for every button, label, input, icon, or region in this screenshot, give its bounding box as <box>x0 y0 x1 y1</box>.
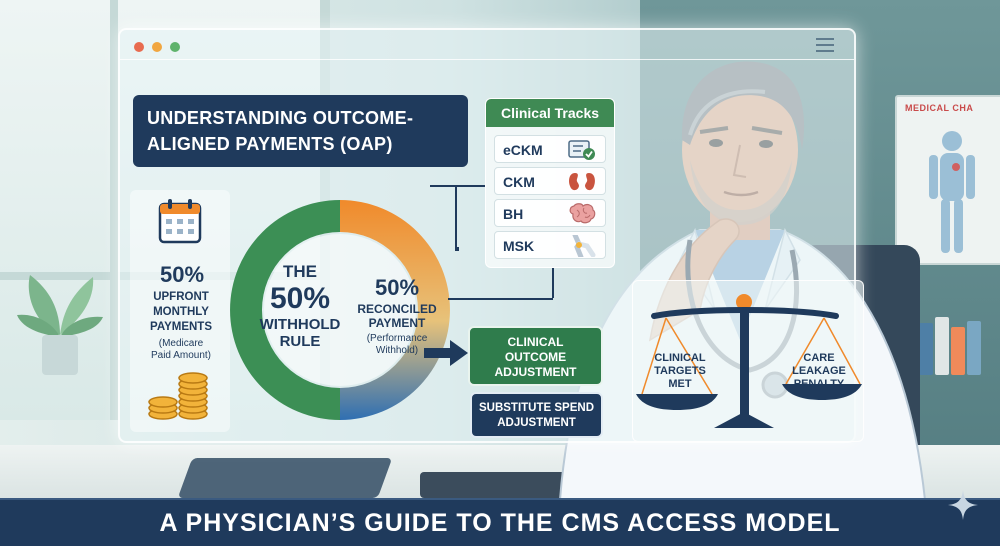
substitute-spend-line-2: ADJUSTMENT <box>497 417 576 429</box>
window-close-dot[interactable] <box>134 42 144 52</box>
clinical-outcome-line-3: ADJUSTMENT <box>494 365 577 379</box>
knee-joint-icon <box>572 235 596 257</box>
page-title: UNDERSTANDING OUTCOME- ALIGNED PAYMENTS … <box>133 95 468 167</box>
page-title-line-1: UNDERSTANDING OUTCOME- <box>147 108 414 128</box>
checklist-icon <box>568 140 595 160</box>
clinical-tracks-card: Clinical Tracks eCKM CKM BH MSK <box>485 98 615 268</box>
substitute-spend-adjustment-box: SUBSTITUTE SPEND ADJUSTMENT <box>470 392 603 438</box>
footer-banner: A PHYSICIAN’S GUIDE TO THE CMS ACCESS MO… <box>0 498 1000 546</box>
scale-right-label: CARE LEAKAGE PENALTY <box>780 352 858 391</box>
track-msk[interactable]: MSK <box>494 231 606 259</box>
book <box>951 327 965 375</box>
window-maximize-dot[interactable] <box>170 42 180 52</box>
clinical-outcome-line-2: OUTCOME <box>504 350 567 364</box>
hamburger-menu-icon[interactable] <box>816 38 834 52</box>
track-label: MSK <box>503 238 535 254</box>
donut-center-line-3: RULE <box>279 333 321 350</box>
track-label: BH <box>503 206 524 222</box>
upfront-label-line-1: UPFRONT <box>153 291 209 303</box>
window-mullion <box>110 0 118 420</box>
withhold-donut-chart <box>230 200 450 420</box>
book <box>919 323 933 375</box>
upfront-label-line-2: MONTHLY <box>153 306 209 318</box>
reconciled-label-line-1: RECONCILED <box>357 302 437 316</box>
donut-center-line-1: THE <box>283 262 317 281</box>
track-label: CKM <box>503 174 535 190</box>
substitute-spend-line-1: SUBSTITUTE SPEND <box>478 402 594 414</box>
calendar-icon <box>158 199 202 244</box>
track-bh[interactable]: BH <box>494 199 606 227</box>
scale-right-line-1: CARE <box>803 352 835 364</box>
track-eckm[interactable]: eCKM <box>494 135 606 163</box>
sparkle-icon <box>948 490 978 520</box>
bookshelf <box>915 315 1000 375</box>
reconciled-note-line-1: (Performance <box>366 333 428 344</box>
scale-left-line-2: TARGETS <box>654 365 706 377</box>
upfront-note-line-2: Paid Amount) <box>150 350 212 361</box>
connector-line <box>430 185 455 187</box>
book <box>967 321 981 375</box>
balance-scale-icon <box>636 294 862 428</box>
footer-title: A PHYSICIAN’S GUIDE TO THE CMS ACCESS MO… <box>159 509 841 537</box>
book <box>935 317 949 375</box>
donut-center-label: WITHHOLD RULE <box>255 316 345 350</box>
medical-chart-poster: MEDICAL CHA <box>895 95 1000 265</box>
poster-title: MEDICAL CHA <box>905 103 974 113</box>
clinical-tracks-heading: Clinical Tracks <box>486 99 614 127</box>
upfront-label-line-3: PAYMENTS <box>150 321 212 333</box>
donut-segment-reconciled <box>340 200 450 420</box>
scale-left-label: CLINICAL TARGETS MET <box>640 352 720 391</box>
connector-line <box>455 247 459 251</box>
coin-stack-icon <box>148 372 208 420</box>
clinical-outcome-adjustment-box: CLINICAL OUTCOME ADJUSTMENT <box>468 326 603 386</box>
reconciled-label-line-2: PAYMENT <box>368 316 426 330</box>
window-minimize-dot[interactable] <box>152 42 162 52</box>
scale-left-line-1: CLINICAL <box>654 352 706 364</box>
scale-right-line-2: LEAKAGE <box>792 365 846 377</box>
kidney-icon <box>569 173 595 191</box>
tablet <box>177 458 393 498</box>
upfront-label: UPFRONT MONTHLY PAYMENTS <box>135 290 227 335</box>
upfront-note: (Medicare Paid Amount) <box>135 338 227 362</box>
scale-right-line-3: PENALTY <box>793 378 845 390</box>
upfront-note-line-1: (Medicare <box>158 338 204 349</box>
connector-line <box>448 298 553 300</box>
track-label: eCKM <box>503 142 543 158</box>
donut-center-line-2: WITHHOLD <box>259 316 341 333</box>
reconciled-note: (Performance Withhold) <box>347 333 447 357</box>
connector-line <box>552 268 554 298</box>
scale-left-line-3: MET <box>668 378 692 390</box>
reconciled-percent: 50% <box>374 275 420 300</box>
upfront-percent: 50% <box>159 262 205 287</box>
reconciled-note-line-2: Withhold) <box>375 345 419 356</box>
clinical-outcome-line-1: CLINICAL <box>507 335 564 349</box>
track-ckm[interactable]: CKM <box>494 167 606 195</box>
flow-arrow-icon <box>424 340 468 366</box>
panel-title-bar <box>120 30 854 60</box>
potted-plant-icon <box>17 275 103 375</box>
brain-icon <box>569 203 596 224</box>
page-title-line-2: ALIGNED PAYMENTS (OAP) <box>147 134 393 154</box>
anatomy-figure-icon <box>929 131 975 253</box>
donut-hole <box>264 234 416 386</box>
connector-line <box>455 185 485 247</box>
donut-segment-upfront <box>230 200 340 420</box>
reconciled-label: RECONCILED PAYMENT <box>347 302 447 330</box>
donut-center-percent: 50% <box>269 282 331 315</box>
